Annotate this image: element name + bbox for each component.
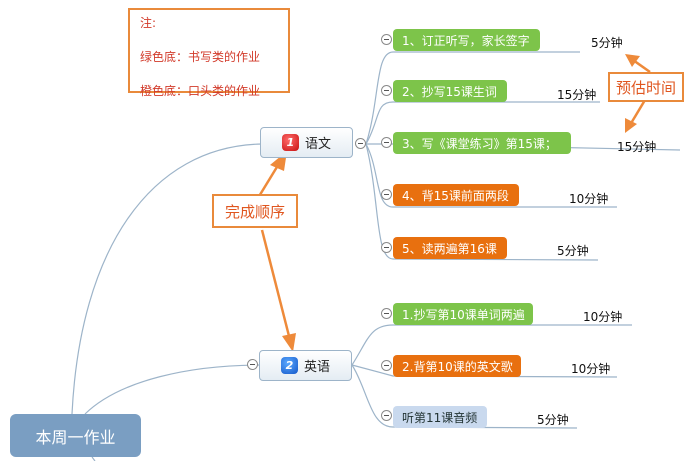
order-callout: 完成顺序 [212,194,298,228]
root-downward-connector [91,456,96,461]
order-arrow-down [260,229,292,341]
collapse-toggle-chinese[interactable] [355,138,366,149]
root-label: 本周一作业 [35,427,116,447]
legend-note-box: 注: 绿色底：书写类的作业 橙色底：口头类的作业 [128,8,290,98]
task-chinese-5[interactable]: 5、读两遍第16课 [393,237,507,259]
collapse-toggle-english-task-3[interactable] [381,410,392,421]
task-chinese-1[interactable]: 1、订正听写，家长签字 [393,29,540,51]
legend-title: 注: [140,16,157,30]
task-label: 1、订正听写，家长签字 [402,33,530,48]
collapse-toggle-english-task-2[interactable] [381,360,392,371]
task-chinese-3[interactable]: 3、写《课堂练习》第15课； [393,132,571,154]
task-time-english-2: 10分钟 [571,362,611,376]
task-label: 5、读两遍第16课 [402,241,497,256]
subject-label-english: 英语 [304,360,331,375]
collapse-toggle-chinese-task-5[interactable] [381,242,392,253]
order-arrow-up [256,161,282,199]
english-branch-2 [351,364,618,378]
legend-orange: 橙色底：口头类的作业 [140,84,261,98]
subject-node-english[interactable]: 2 英语 [259,350,352,381]
chinese-branch-2 [365,101,600,145]
task-label: 3、写《课堂练习》第15课； [402,136,557,151]
english-branch-1 [351,324,632,366]
time-arrow-up-head [625,54,640,67]
time-arrow-down-head [625,118,637,133]
task-label: 1.抄写第10课单词两遍 [402,307,525,322]
task-time-chinese-1: 5分钟 [591,36,623,50]
task-english-2[interactable]: 2.背第10课的英文歌 [393,355,521,377]
collapse-toggle-chinese-task-2[interactable] [381,85,392,96]
collapse-toggle-chinese-task-1[interactable] [381,34,392,45]
collapse-toggle-english-task-1[interactable] [381,308,392,319]
subject-label-chinese: 语文 [305,137,332,152]
time-arrow-up [632,58,651,74]
english-branch-3 [351,364,578,429]
task-label: 2.背第10课的英文歌 [402,359,513,374]
priority-1-icon: 1 [282,134,299,151]
task-time-english-1: 10分钟 [583,310,623,324]
collapse-toggle-chinese-task-4[interactable] [381,189,392,200]
task-chinese-4[interactable]: 4、背15课前面两段 [393,184,519,206]
task-label: 2、抄写15课生词 [402,84,497,99]
task-time-chinese-5: 5分钟 [557,244,589,258]
collapse-toggle-english[interactable] [247,359,258,370]
collapse-toggle-chinese-task-3[interactable] [381,137,392,148]
task-time-chinese-2: 15分钟 [557,88,597,102]
time-arrow-down [628,99,647,126]
task-time-english-3: 5分钟 [537,413,569,427]
order-arrow-down-head [282,333,296,352]
root-node[interactable]: 本周一作业 [10,414,141,457]
task-time-chinese-3: 15分钟 [617,140,657,154]
chinese-branch-1 [365,51,580,145]
task-chinese-2[interactable]: 2、抄写15课生词 [393,80,507,102]
priority-2-icon: 2 [281,357,298,374]
chinese-branch-5 [365,143,599,261]
task-time-chinese-4: 10分钟 [569,192,609,206]
subject-node-chinese[interactable]: 1 语文 [260,127,353,158]
chinese-branch-4 [365,143,617,208]
time-callout: 预估时间 [608,72,684,102]
root-to-chinese-connector [71,143,263,415]
task-label: 4、背15课前面两段 [402,188,509,203]
task-label: 听第11课音频 [402,410,478,425]
legend-green: 绿色底：书写类的作业 [140,50,261,64]
task-english-3[interactable]: 听第11课音频 [393,406,487,428]
task-english-1[interactable]: 1.抄写第10课单词两遍 [393,303,533,325]
root-to-english-connector [84,364,263,415]
